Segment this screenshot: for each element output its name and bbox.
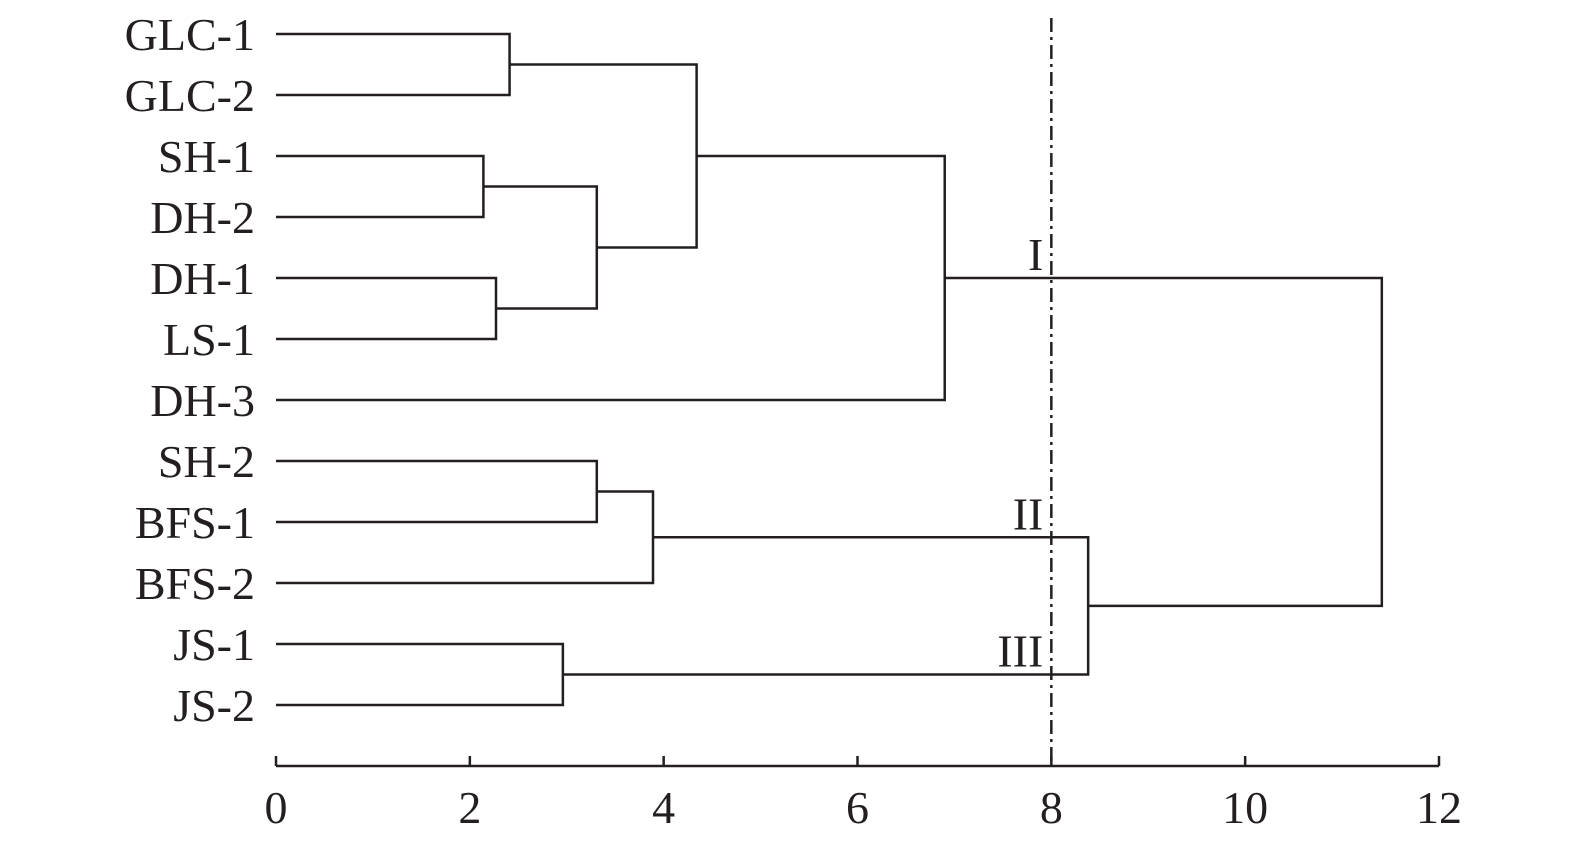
leaf-label: SH-1 (158, 131, 255, 182)
x-tick-label: 6 (846, 782, 869, 833)
leaf-label: DH-2 (150, 192, 255, 243)
cluster-label: III (997, 626, 1043, 677)
leaf-labels: GLC-1GLC-2SH-1DH-2DH-1LS-1DH-3SH-2BFS-1B… (125, 9, 255, 731)
leaf-label: JS-1 (173, 619, 255, 670)
leaf-label: GLC-2 (125, 70, 255, 121)
x-axis: 0 2 4 6 8 10 12 (265, 756, 1462, 833)
x-tick-label: 4 (652, 782, 675, 833)
cluster-label: II (1013, 488, 1044, 539)
dendrogram-link (276, 459, 599, 524)
x-tick-label: 12 (1416, 782, 1462, 833)
leaf-label: LS-1 (163, 314, 255, 365)
x-tick-label: 8 (1040, 782, 1063, 833)
dendrogram-link (276, 154, 485, 219)
leaf-label: BFS-2 (135, 558, 255, 609)
cluster-label: I (1028, 229, 1043, 280)
x-tick-label: 0 (265, 782, 288, 833)
x-tick-label: 2 (458, 782, 481, 833)
leaf-label: JS-2 (173, 680, 255, 731)
dendrogram-link (276, 32, 511, 97)
dendrogram-link (483, 185, 599, 310)
dendrogram-link (562, 536, 1090, 676)
dendrogram-links (276, 32, 1384, 707)
dendrogram-link (276, 642, 565, 707)
leaf-label: DH-3 (150, 375, 255, 426)
dendrogram-link (276, 276, 498, 341)
x-tick-label: 10 (1222, 782, 1268, 833)
dendrogram-link (944, 276, 1384, 608)
leaf-label: GLC-1 (125, 9, 255, 60)
leaf-label: SH-2 (158, 436, 255, 487)
leaf-label: DH-1 (150, 253, 255, 304)
dendrogram-link (509, 63, 698, 249)
leaf-label: BFS-1 (135, 497, 255, 548)
